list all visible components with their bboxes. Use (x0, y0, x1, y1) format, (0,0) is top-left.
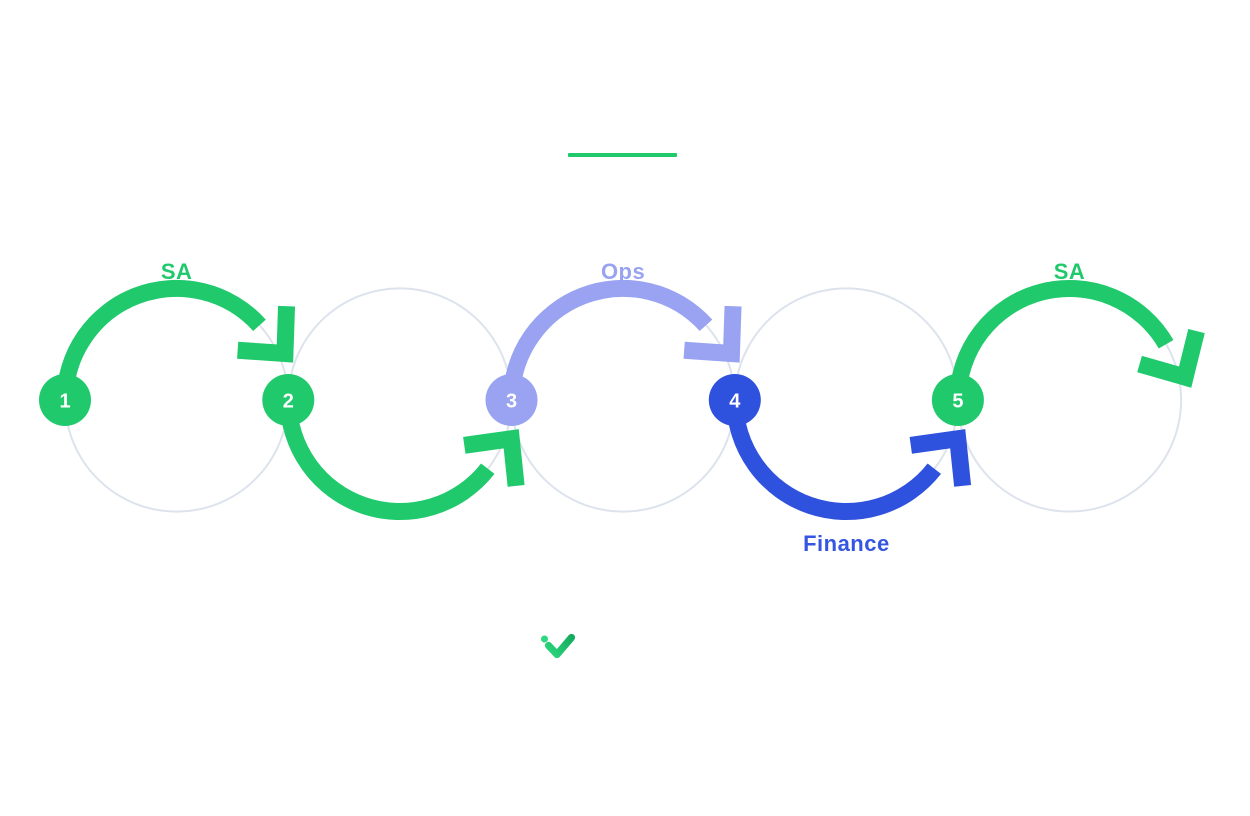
arrow-2-3 (279, 399, 525, 521)
step-number-2: 2 (283, 391, 294, 413)
checkmark-dot-icon (541, 635, 548, 643)
title-underline (568, 153, 677, 157)
arrow-1-2 (56, 279, 296, 401)
step-circle-5 (931, 374, 984, 426)
checkmark-logo (541, 633, 576, 659)
step-circle-2 (262, 374, 315, 426)
step-nodes: 1 2 3 4 5 (39, 374, 984, 426)
step-circle-3 (485, 374, 538, 426)
step-number-1: 1 (59, 391, 70, 413)
step-number-3: 3 (506, 391, 517, 413)
step-circle-1 (39, 374, 91, 426)
step-circle-4 (708, 374, 761, 426)
checkmark-icon (544, 633, 576, 659)
step-number-4: 4 (729, 391, 741, 413)
arrow-label-ops: Ops (601, 259, 645, 284)
arrow-5-out (949, 280, 1205, 401)
arrow-labels: SA Ops Finance SA (161, 259, 1085, 556)
step-number-5: 5 (952, 391, 963, 413)
arrow-4-5 (726, 399, 972, 521)
flow-arrows (56, 279, 1205, 521)
arrow-label-finance: Finance (803, 531, 890, 556)
arrow-label-sa-1: SA (161, 259, 193, 284)
arrow-3-4 (503, 279, 742, 401)
background-track-circles (64, 287, 1183, 513)
arrow-label-sa-2: SA (1054, 259, 1086, 284)
